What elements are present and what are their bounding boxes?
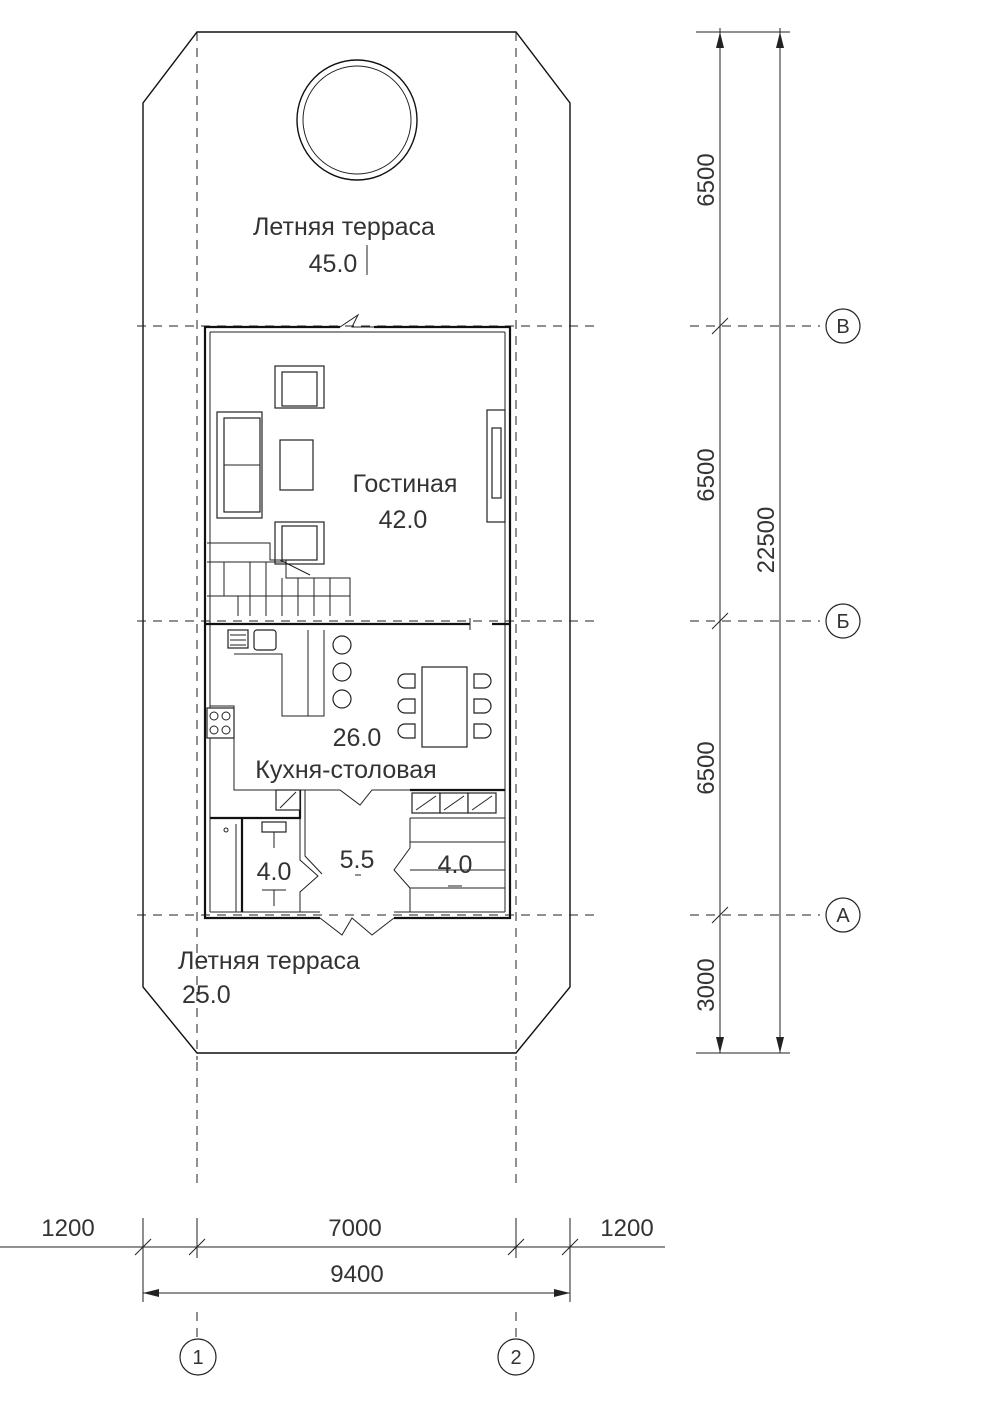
- axis-col-2: 2: [510, 1347, 521, 1369]
- dim-vertical-2: 6500: [693, 448, 720, 501]
- dim-vertical-3: 6500: [693, 741, 720, 794]
- dim-horizontal-total: 9400: [330, 1261, 383, 1288]
- dim-vertical-1: 6500: [693, 153, 720, 206]
- room-left-area: 4.0: [257, 858, 292, 886]
- top-terrace-label: Летняя терраса 45.0: [253, 213, 435, 278]
- axis-row-1: В: [836, 316, 849, 338]
- top-terrace-name: Летняя терраса: [253, 213, 435, 241]
- dim-horizontal-1: 1200: [41, 1215, 94, 1242]
- bottom-terrace-name: Летняя терраса: [178, 947, 360, 975]
- dim-vertical-4: 3000: [693, 958, 720, 1011]
- horizontal-dimensions: 1200 7000 1200 9400: [0, 1215, 665, 1302]
- room-right-area: 4.0: [438, 851, 473, 879]
- axis-col-1: 1: [192, 1347, 203, 1369]
- lower-partitions: [210, 788, 505, 912]
- kitchen-name: Кухня-столовая: [255, 756, 436, 784]
- grid-lines: [137, 32, 820, 1340]
- axis-row-2: Б: [836, 611, 849, 633]
- axis-row-3: А: [836, 905, 850, 927]
- dim-horizontal-3: 1200: [600, 1215, 653, 1242]
- vertical-dimensions: 6500 6500 6500 3000 22500: [693, 28, 790, 1054]
- staircase: [207, 542, 351, 616]
- dim-vertical-total: 22500: [753, 507, 780, 574]
- round-table-top-terrace: [296, 59, 418, 181]
- kitchen-furniture: [206, 629, 492, 791]
- outer-contour: [142, 31, 571, 1054]
- living-room-area: 42.0: [379, 506, 428, 534]
- axis-markers: В Б А 1 2: [179, 308, 861, 1376]
- room-center-area: 5.5: [340, 846, 375, 874]
- top-terrace-area: 45.0: [309, 250, 358, 278]
- living-furniture: [216, 365, 506, 565]
- living-room-name: Гостиная: [353, 470, 458, 498]
- partition-living-kitchen: [205, 618, 510, 630]
- house-walls: [203, 313, 512, 936]
- dim-horizontal-2: 7000: [328, 1215, 381, 1242]
- kitchen-area: 26.0: [333, 724, 382, 752]
- bottom-terrace-area: 25.0: [182, 981, 231, 1009]
